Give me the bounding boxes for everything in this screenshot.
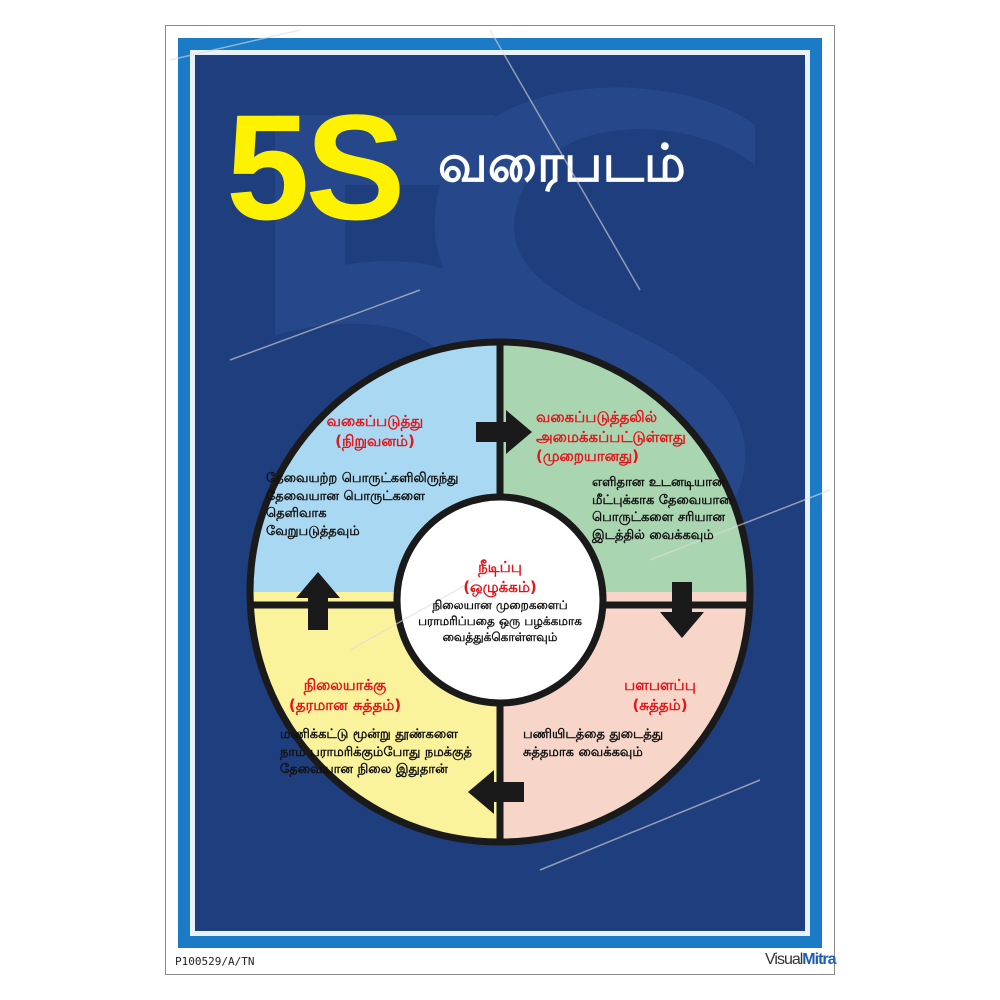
sort-title: வகைப்படுத்து xyxy=(326,412,424,430)
text-line: பொருட்களை சரியான xyxy=(592,510,725,526)
shine-description: பணியிடத்தை துடைத்து சுத்தமாக வைக்கவும் xyxy=(523,726,738,761)
text-line: சுத்தமாக வைக்கவும் xyxy=(523,744,643,760)
standardize-title: நிலையாக்கு xyxy=(303,676,387,694)
text-line: பராமரிப்பதை ஒரு பழக்கமாக xyxy=(418,614,582,629)
text-line: நாம் பராமரிக்கும்போது நமக்குத் xyxy=(280,744,472,760)
text-line: வைத்துக்கொள்ளவும் xyxy=(442,630,558,645)
center-circle xyxy=(393,493,607,707)
set-in-order-subtitle: (முறையானது) xyxy=(536,447,640,465)
text-line: மணிக்கட்டு மூன்று தூண்களை xyxy=(280,727,458,742)
set-in-order-title: வகைப்படுத்தலில் xyxy=(536,408,658,426)
sustain-block: நீடிப்பு (ஒழுக்கம்) நிலையான முறைகளைப் பர… xyxy=(405,558,595,646)
logo-text-bold: Mitra xyxy=(802,951,836,968)
sustain-description: நிலையான முறைகளைப் பராமரிப்பதை ஒரு பழக்கம… xyxy=(405,597,595,646)
sort-subtitle: (நிறுவனம்) xyxy=(335,431,415,450)
poster-title-5s: 5S xyxy=(226,83,405,251)
set-in-order-heading: வகைப்படுத்தலில் அமைக்கப்பட்டுள்ளது (முறை… xyxy=(536,408,741,467)
set-in-order-description: எளிதான உடனடியான மீட்புக்காக தேவையான பொரு… xyxy=(592,474,752,544)
watermark-lines xyxy=(169,29,831,871)
arrow-left-icon xyxy=(468,770,524,814)
text-line: வேறுபடுத்தவும் xyxy=(266,523,360,539)
standardize-heading: நிலையாக்கு (தரமான சுத்தம்) xyxy=(270,676,420,715)
logo-text-light: Visual xyxy=(765,951,803,968)
text-line: எளிதான உடனடியான xyxy=(592,475,725,490)
poster-title-word: வரைபடம் xyxy=(438,134,686,194)
arrow-right-icon xyxy=(476,410,532,454)
sort-heading: வகைப்படுத்து (நிறுவனம்) xyxy=(300,412,450,451)
text-line: தேவையற்ற பொருட்களிலிருந்து xyxy=(266,471,459,486)
arrow-up-icon xyxy=(296,572,340,630)
shine-heading: பளபளப்பு (சுத்தம்) xyxy=(600,676,720,715)
set-in-order-title-line2: அமைக்கப்பட்டுள்ளது xyxy=(536,427,686,446)
sort-description: தேவையற்ற பொருட்களிலிருந்து தேவையான பொருட… xyxy=(266,470,486,540)
text-line: தெளிவாக xyxy=(266,506,327,522)
text-line: இடத்தில் வைக்கவும் xyxy=(592,527,714,543)
product-code: P100529/A/TN xyxy=(175,955,255,968)
shine-title: பளபளப்பு xyxy=(624,676,696,694)
standardize-subtitle: (தரமான சுத்தம்) xyxy=(288,695,402,714)
standardize-description: மணிக்கட்டு மூன்று தூண்களை நாம் பராமரிக்க… xyxy=(280,726,490,779)
shine-subtitle: (சுத்தம்) xyxy=(632,695,688,714)
text-line: பணியிடத்தை துடைத்து xyxy=(523,727,664,742)
sustain-subtitle: (ஒழுக்கம்) xyxy=(463,577,537,596)
sustain-title: நீடிப்பு xyxy=(478,558,522,576)
text-line: தேவையான நிலை இதுதான் xyxy=(280,762,448,778)
text-line: மீட்புக்காக தேவையான xyxy=(592,492,732,508)
text-line: தேவையான பொருட்களை xyxy=(266,488,425,504)
brand-logo: VisualMitra xyxy=(765,951,837,969)
arrow-down-icon xyxy=(660,582,704,638)
text-line: நிலையான முறைகளைப் xyxy=(432,598,568,612)
